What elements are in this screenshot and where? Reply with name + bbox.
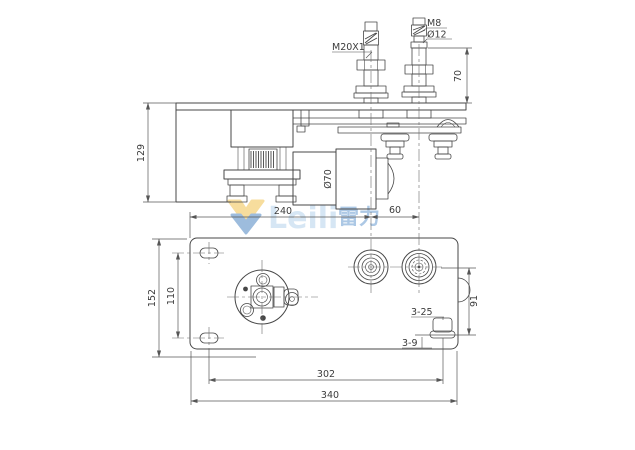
label-dim-assembly-height: 129 <box>136 144 147 162</box>
side-elevation-view <box>175 102 467 210</box>
dimension-labels: M8 Ø12 M20X1 70 129 Ø70 240 60 152 110 9… <box>136 18 480 401</box>
motor-end-dome <box>387 162 395 195</box>
label-motor-diameter: Ø70 <box>323 169 334 189</box>
label-dim-overall-length: 340 <box>321 390 339 401</box>
busbar-upper <box>292 117 467 125</box>
label-dim-edge-to-terminal: 240 <box>274 206 292 217</box>
motor-end-neck <box>375 157 389 200</box>
disc-insulator-right <box>428 133 458 160</box>
arc-chamber-box <box>230 109 294 148</box>
stud-left <box>353 21 389 104</box>
dimension-lines <box>143 27 476 405</box>
watermark: Leili 雷力 <box>227 199 380 236</box>
coil <box>248 148 278 171</box>
label-dim-terminal-to-hole: 91 <box>469 295 480 307</box>
label-dim-stud-height: 70 <box>453 70 464 82</box>
foot-right <box>278 184 294 197</box>
label-dim-terminal-spacing: 60 <box>389 205 401 216</box>
thread-hatch-left <box>364 32 378 45</box>
mounting-plate-side <box>175 102 467 111</box>
label-dim-plate-depth: 152 <box>147 289 158 307</box>
motor-main-housing <box>335 148 377 210</box>
label-stud-diameter: Ø12 <box>427 30 447 41</box>
contactor-base <box>223 169 301 180</box>
disc-insulator-left <box>380 133 410 160</box>
busbar-lower <box>337 126 462 134</box>
foot-left <box>229 184 245 197</box>
label-hole-callout: 3-9 <box>402 338 418 349</box>
label-slot-callout: 3-25 <box>411 307 433 318</box>
base-plate-outline <box>189 237 459 350</box>
dome-insulator <box>436 119 460 128</box>
label-dim-hole-span: 302 <box>317 369 335 380</box>
label-stud-thread-small: M8 <box>427 18 441 29</box>
corner-slot-feature <box>429 317 456 339</box>
plan-view <box>189 237 471 350</box>
label-stud-thread-large: M20X1 <box>332 42 365 53</box>
label-dim-slot-spacing: 110 <box>166 287 177 305</box>
centerlines <box>172 44 442 349</box>
